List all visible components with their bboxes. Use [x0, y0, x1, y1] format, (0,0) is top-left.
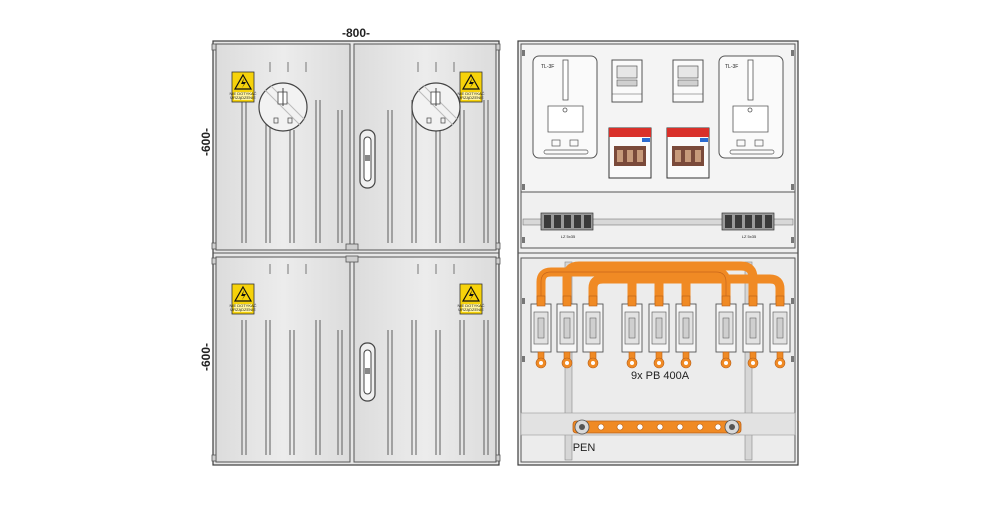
- fuse-base: [582, 295, 604, 369]
- din-rail: [522, 218, 794, 226]
- terminal-block-left: LZ 5x35: [540, 212, 594, 239]
- terminal-block-right: LZ 5x35: [721, 212, 775, 239]
- door-handle-top: [359, 129, 376, 189]
- fuse-base: [556, 295, 578, 369]
- warning-text-line1: NIE DOTYKAĆ: [457, 303, 484, 308]
- meter-plate-right: TL-3F: [718, 55, 784, 159]
- main-disconnector-left: [608, 127, 652, 179]
- warning-text-line1: NIE DOTYKAĆ: [457, 91, 484, 96]
- fuse-base: [530, 295, 552, 369]
- height-dimension-top-label: -600-: [199, 128, 213, 156]
- warning-sign-top-left: NIE DOTYKAĆ URZĄDZENIE: [229, 71, 257, 103]
- fuse-bases: [530, 295, 791, 369]
- pen-bar: [572, 419, 742, 435]
- warning-text-line2: URZĄDZENIE: [458, 307, 484, 312]
- door-handle-bottom: [359, 342, 376, 402]
- warning-text-line2: URZĄDZENIE: [230, 307, 256, 312]
- fuse-base: [675, 295, 697, 369]
- din-device-right: [672, 59, 704, 103]
- meter-window-right: [411, 82, 461, 132]
- main-disconnector-right: [666, 127, 710, 179]
- fuse-base: [769, 295, 791, 369]
- terminal-label: LZ 5x35: [561, 234, 576, 239]
- meter-plate-left: TL-3F: [532, 55, 598, 159]
- open-cabinet-interior: TL-3F TL-3F: [517, 40, 799, 466]
- warning-text-line1: NIE DOTYKAĆ: [229, 303, 256, 308]
- width-dimension-label: -800-: [342, 26, 370, 40]
- terminal-label: LZ 5x35: [742, 234, 757, 239]
- warning-text-line1: NIE DOTYKAĆ: [229, 91, 256, 96]
- warning-text-line2: URZĄDZENIE: [458, 95, 484, 100]
- height-dimension-bottom-label: -600-: [199, 343, 213, 371]
- fuse-base: [742, 295, 764, 369]
- pen-bar-label: PEN: [573, 442, 596, 454]
- meter-window-left: [258, 82, 308, 132]
- din-device-left: [611, 59, 643, 103]
- warning-sign-top-right: NIE DOTYKAĆ URZĄDZENIE: [457, 71, 485, 103]
- fuse-base: [621, 295, 643, 369]
- fuse-base: [715, 295, 737, 369]
- fuse-bases-label: 9x PB 400A: [631, 370, 690, 382]
- closed-cabinet-front: NIE DOTYKAĆ URZĄDZENIE NIE DOTYKAĆ URZĄD…: [211, 40, 501, 466]
- warning-text-line2: URZĄDZENIE: [230, 95, 256, 100]
- meter-plate-label: TL-3F: [725, 64, 738, 70]
- meter-plate-label: TL-3F: [541, 64, 554, 70]
- warning-sign-bottom-left: NIE DOTYKAĆ URZĄDZENIE: [229, 283, 257, 315]
- warning-sign-bottom-right: NIE DOTYKAĆ URZĄDZENIE: [457, 283, 485, 315]
- fuse-base: [648, 295, 670, 369]
